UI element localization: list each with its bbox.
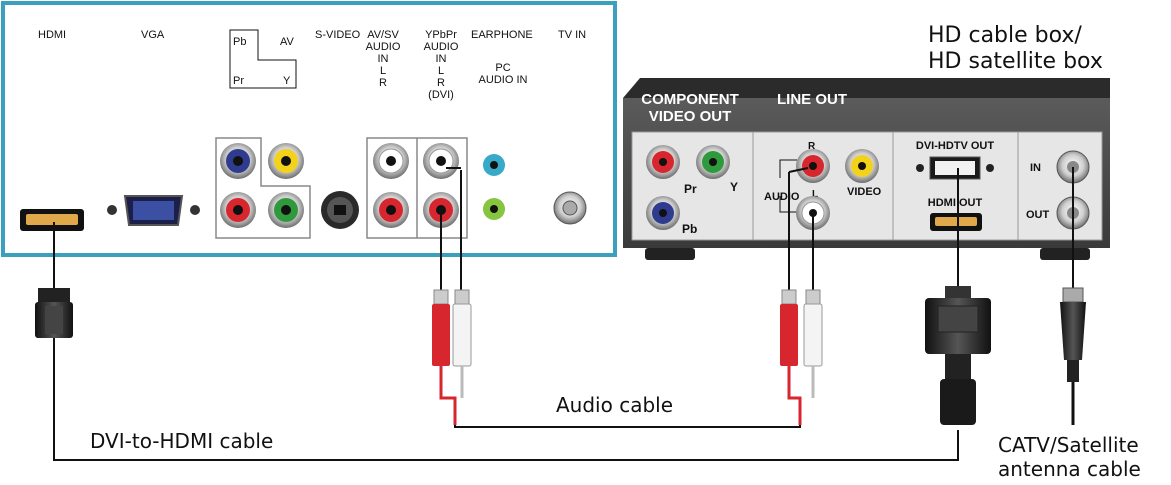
box-label-out: OUT <box>1026 209 1050 221</box>
tv-label-avsv-audio: AV/SV AUDIO IN L R <box>366 29 401 89</box>
box-title-line-1: HD cable box/ <box>928 23 1082 48</box>
tv-jack-pc-audio[interactable] <box>483 198 505 220</box>
tv-jack-ypbpr-audio-l[interactable] <box>423 143 459 179</box>
ypbpr-line-5: (DVI) <box>428 89 454 101</box>
dvi-plug <box>925 286 991 425</box>
tv-label-pb: Pb <box>233 36 246 48</box>
audio-cable <box>432 167 823 428</box>
box-jack-y[interactable] <box>696 145 730 179</box>
dvi-hdmi-wire-bottom <box>53 335 959 461</box>
rca-plug-pair-right <box>780 289 823 425</box>
box-label-r: R <box>808 141 816 152</box>
tv-jack-y[interactable] <box>268 192 304 228</box>
hdmi-plug <box>35 288 73 338</box>
ypbpr-line-0: YPbPr <box>425 29 457 41</box>
ypbpr-line-4: R <box>437 77 445 89</box>
box-label-hdmi-out: HDMI OUT <box>928 197 983 209</box>
tv-label-ypbpr-audio: YPbPr AUDIO IN L R (DVI) <box>424 29 459 101</box>
ypbpr-line-1: AUDIO <box>424 41 459 53</box>
avsv-line-2: IN <box>378 53 389 65</box>
avsv-line-4: R <box>379 77 387 89</box>
tv-label-svideo: S-VIDEO <box>315 29 361 41</box>
box-label-pb: Pb <box>682 222 697 236</box>
box-title-line-2: HD satellite box <box>928 49 1103 74</box>
label-catv-line-2: antenna cable <box>998 457 1141 481</box>
component-group-frame <box>215 137 311 239</box>
box-label-component-1: VIDEO OUT <box>649 108 732 125</box>
box-audio-bracket <box>779 159 797 213</box>
box-label-l: L <box>812 189 818 200</box>
antenna-plug-body <box>1060 302 1086 360</box>
label-dvi-hdmi-cable: DVI-to-HDMI cable <box>90 429 273 453</box>
tv-panel-border <box>1 1 617 257</box>
tv-label-vga: VGA <box>141 29 165 41</box>
tv-label-tvin: TV IN <box>558 29 586 41</box>
antenna-plug-boot <box>1067 360 1079 382</box>
dvi-hdmi-cable <box>35 168 991 461</box>
tv-panel: HDMI VGA Pb Pr Y AV S-VIDEO AV/SV AUDIO … <box>1 1 617 257</box>
box-jack-pr[interactable] <box>646 145 680 179</box>
box-label-component-0: COMPONENT <box>641 91 739 108</box>
audio-wire-bottom <box>454 425 801 428</box>
box-foot-left <box>645 248 695 260</box>
audio-wire-box-red-stub <box>788 167 809 173</box>
antenna-plug-tip <box>1062 287 1084 303</box>
tv-jack-avsv-audio-l[interactable] <box>373 143 409 179</box>
cable-box: COMPONENT VIDEO OUT LINE OUT Pr Y Pb R L… <box>623 78 1110 260</box>
box-dvi-port[interactable] <box>916 156 994 180</box>
tv-jack-pb[interactable] <box>220 143 256 179</box>
tv-vga-port[interactable] <box>107 195 200 226</box>
box-label-video: VIDEO <box>847 186 882 198</box>
box-hdmi-port[interactable] <box>930 213 982 231</box>
box-label-audio: AUDIO <box>764 191 800 203</box>
tv-label-earphone: EARPHONE <box>471 29 533 41</box>
ypbpr-line-2: IN <box>436 53 447 65</box>
tv-jack-pr[interactable] <box>220 192 256 228</box>
tv-antenna-port[interactable] <box>553 191 587 225</box>
tv-jack-avsv-audio-r[interactable] <box>373 192 409 228</box>
box-label-dvi-hdtv: DVI-HDTV OUT <box>916 140 995 152</box>
tv-hdmi-port[interactable] <box>20 209 84 231</box>
box-label-in: IN <box>1030 162 1041 174</box>
tv-svideo-port[interactable] <box>321 191 359 229</box>
component-bracket <box>229 29 297 89</box>
box-foot-right <box>1040 248 1090 260</box>
tv-jack-av-video[interactable] <box>268 143 304 179</box>
box-label-y: Y <box>730 180 738 194</box>
tv-label-pc-1: AUDIO IN <box>479 74 528 86</box>
tv-label-pc-0: PC <box>495 62 510 74</box>
box-jack-audio-r[interactable] <box>796 149 830 183</box>
tv-jack-earphone[interactable] <box>483 154 505 176</box>
tv-label-av: AV <box>280 36 295 48</box>
tv-label-pr: Pr <box>233 75 244 87</box>
box-label-pr: Pr <box>684 182 697 196</box>
hdmi-port-pins <box>26 214 78 225</box>
avsv-line-1: AUDIO <box>366 41 401 53</box>
rca-plug-pair-left <box>432 289 472 425</box>
vga-screw-right <box>190 205 200 215</box>
label-audio-cable: Audio cable <box>556 393 673 417</box>
tv-label-y: Y <box>283 75 291 87</box>
tv-label-hdmi: HDMI <box>38 29 66 41</box>
avsv-line-3: L <box>380 65 386 77</box>
label-catv-line-1: CATV/Satellite <box>998 433 1139 457</box>
box-label-line-out: LINE OUT <box>777 91 847 108</box>
vga-pins <box>133 201 174 220</box>
box-top-edge <box>623 78 1110 98</box>
vga-screw-left <box>107 205 117 215</box>
box-jack-video[interactable] <box>845 149 879 183</box>
avsv-line-0: AV/SV <box>367 29 399 41</box>
ypbpr-line-3: L <box>438 65 444 77</box>
antenna-cable <box>1060 167 1086 425</box>
box-jack-pb[interactable] <box>646 196 680 230</box>
